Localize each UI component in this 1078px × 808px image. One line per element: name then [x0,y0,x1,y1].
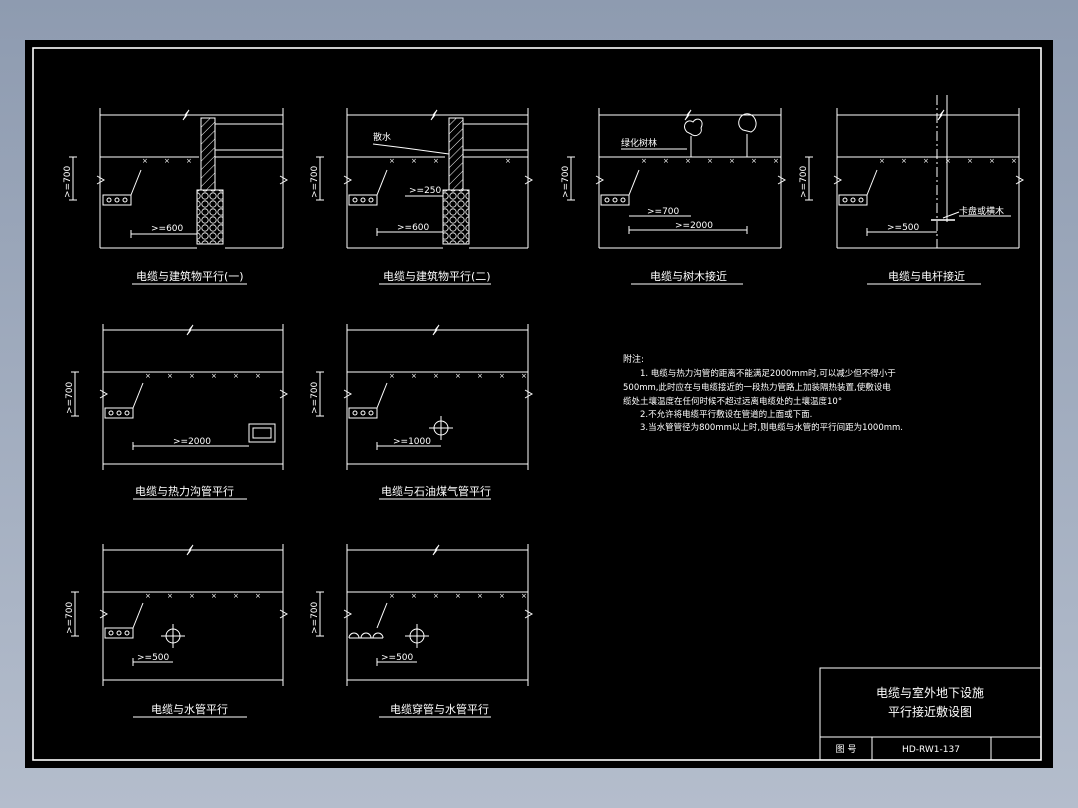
p1-depth: >=700 [63,165,73,198]
soil-mark: × [433,157,439,165]
note-line-2: 500mm,此时应在与电缆接近的一段热力管路上加装隔热装置,使敷设电 [623,382,891,393]
soil-mark: × [751,157,757,165]
soil-mark: × [685,157,691,165]
p2-title: 电缆与建筑物平行(二) [383,269,491,283]
soil-mark: × [521,592,527,600]
soil-mark: × [164,157,170,165]
p2-label: 散水 [373,131,391,143]
p1-dist: >=600 [151,224,184,234]
p7-dist: >=500 [137,653,170,663]
p6-dist: >=1000 [393,437,431,447]
p2-dist2: >=250 [409,186,442,196]
panel-building-2: 散水 >=700 >=250 >=600 电缆与建筑物平行(二) [310,108,534,285]
note-line-1: 1. 电缆与热力沟管的距离不能满足2000mm时,可以减少但不得小于 [640,368,896,379]
soil-mark: × [1011,157,1017,165]
panel-heat-pipe: >=700 >=2000 电缆与热力沟管平行 [65,324,289,500]
soil-mark: × [145,592,151,600]
p7-title: 电缆与水管平行 [151,702,228,716]
cad-drawing: >=700 >=600 电缆与建筑物平行(一) 散水 >=700 >=250 [32,47,1042,761]
soil-mark: × [477,592,483,600]
soil-mark: × [455,592,461,600]
soil-mark: × [389,372,395,380]
p3-label: 绿化树林 [621,137,657,149]
soil-mark: × [499,592,505,600]
p3-title: 电缆与树木接近 [650,269,727,283]
soil-mark: × [411,592,417,600]
soil-mark: × [967,157,973,165]
soil-mark: × [521,372,527,380]
soil-mark: × [145,372,151,380]
p6-title: 电缆与石油煤气管平行 [381,484,491,498]
note-line-3: 缆处土壤温度在任何时候不超过远离电缆处的土壤温度10° [623,396,842,407]
p1-title: 电缆与建筑物平行(一) [136,269,244,283]
drawing-no-label: 图 号 [836,744,857,755]
soil-mark: × [663,157,669,165]
soil-mark: × [389,592,395,600]
title-block: 电缆与室外地下设施 平行接近敷设图 图 号 HD-RW1-137 [819,667,1042,761]
soil-mark: × [211,592,217,600]
note-line-4: 2.不允许将电缆平行敷设在管道的上面或下面. [640,409,812,420]
p4-title: 电缆与电杆接近 [888,269,965,283]
soil-mark: × [455,372,461,380]
soil-mark: × [729,157,735,165]
p3-depth: >=700 [561,165,571,198]
p3-dist: >=700 [647,207,680,217]
soil-mark: × [433,372,439,380]
title-line-2: 平行接近敷设图 [888,704,972,719]
note-line-5: 3.当水管管径为800mm以上时,则电缆与水管的平行间距为1000mm. [640,422,903,433]
soil-mark: × [389,157,395,165]
soil-mark: × [233,372,239,380]
soil-mark: × [255,372,261,380]
p8-dist: >=500 [381,653,414,663]
soil-mark: × [923,157,929,165]
panel-building-1: >=700 >=600 电缆与建筑物平行(一) [63,108,289,285]
soil-mark: × [411,157,417,165]
p5-dist: >=2000 [173,437,211,447]
soil-mark: × [477,372,483,380]
p8-depth: >=700 [310,601,320,634]
notes-heading: 附注: [623,353,644,365]
soil-mark: × [411,372,417,380]
panel-water-pipe: >=700 >=500 电缆与水管平行 [65,544,289,718]
title-line-1: 电缆与室外地下设施 [876,685,984,700]
p3-dist2: >=2000 [675,221,713,231]
p4-dist: >=500 [887,223,920,233]
soil-mark: × [167,592,173,600]
p2-depth: >=700 [310,165,320,198]
soil-mark: × [879,157,885,165]
p6-depth: >=700 [310,381,320,414]
panel-trees: 绿化树林 >=700 >=700 >=2000 电缆与树木接近 [561,108,787,285]
panel-pole: 卡盘或横木 >=700 >=500 电缆与电杆接近 [799,95,1025,285]
p4-label: 卡盘或横木 [959,205,1004,217]
p4-depth: >=700 [799,165,809,198]
soil-mark: × [189,372,195,380]
panel-gas-pipe: >=700 >=1000 电缆与石油煤气管平行 [310,324,534,500]
soil-mark: × [989,157,995,165]
soil-mark: × [142,157,148,165]
p5-title: 电缆与热力沟管平行 [135,484,234,498]
p2-dist: >=600 [397,223,430,233]
soil-mark: × [255,592,261,600]
drawing-no: HD-RW1-137 [902,745,960,755]
soil-mark: × [499,372,505,380]
p7-depth: >=700 [65,601,75,634]
soil-mark: × [189,592,195,600]
soil-mark: × [945,157,951,165]
inner-border [32,47,1042,761]
soil-mark: × [211,372,217,380]
soil-mark: × [233,592,239,600]
drawing-sheet: >=700 >=600 电缆与建筑物平行(一) 散水 >=700 >=250 [25,40,1053,768]
soil-mark: × [641,157,647,165]
panel-conduit-water-pipe: >=700 >=500 电缆穿管与水管平行 [310,544,534,718]
soil-mark: × [433,592,439,600]
soil-mark: × [167,372,173,380]
soil-mark: × [707,157,713,165]
p5-depth: >=700 [65,381,75,414]
soil-mark: × [773,157,779,165]
notes: 附注: 1. 电缆与热力沟管的距离不能满足2000mm时,可以减少但不得小于 5… [623,353,903,433]
soil-mark: × [186,157,192,165]
p8-title: 电缆穿管与水管平行 [390,702,489,716]
soil-mark: × [505,157,511,165]
soil-mark: × [901,157,907,165]
